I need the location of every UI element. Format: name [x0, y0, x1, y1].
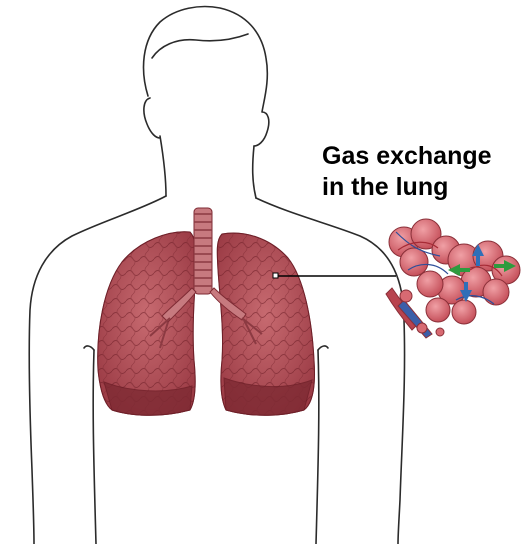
- diagram-title: Gas exchange in the lung: [322, 141, 527, 203]
- title-line-1: Gas exchange: [322, 141, 527, 172]
- title-line-2: in the lung: [322, 172, 527, 203]
- alveoli-cluster: [386, 219, 520, 338]
